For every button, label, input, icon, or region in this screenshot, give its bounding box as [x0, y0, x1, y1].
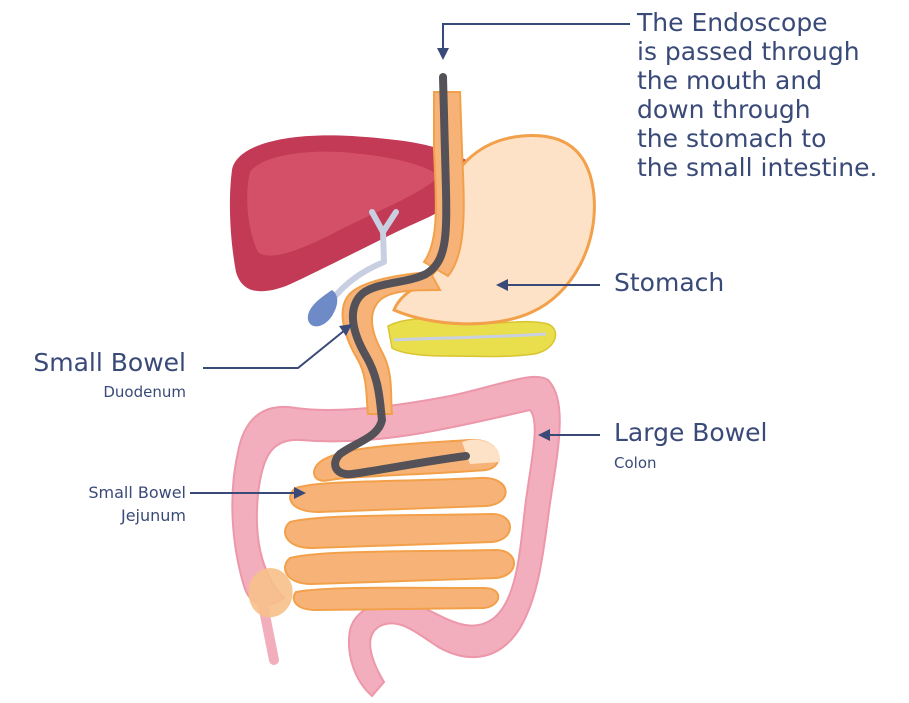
callout-line: down through [637, 95, 877, 124]
gallbladder [308, 290, 337, 326]
arrow-endoscope [437, 48, 449, 60]
callout-line: the mouth and [637, 66, 877, 95]
large-bowel-sub: Colon [614, 454, 657, 473]
callout-line: is passed through [637, 37, 877, 66]
small-bowel-duodenum-title: Small Bowel [6, 348, 186, 378]
stomach-label: Stomach [614, 268, 724, 298]
large-bowel-title: Large Bowel [614, 418, 768, 448]
small-bowel-jejunum-sub: Jejunum [6, 505, 186, 527]
cecum-highlight [249, 568, 293, 617]
leader-duodenum [203, 330, 345, 368]
callout-line: the small intestine. [637, 153, 877, 182]
callout-line: the stomach to [637, 124, 877, 153]
small-bowel-duodenum-sub: Duodenum [6, 383, 186, 402]
callout-line: The Endoscope [637, 8, 877, 37]
small-bowel-jejunum-title: Small Bowel [6, 482, 186, 504]
endoscope-callout: The Endoscope is passed through the mout… [637, 8, 877, 182]
leader-endoscope [443, 24, 630, 50]
